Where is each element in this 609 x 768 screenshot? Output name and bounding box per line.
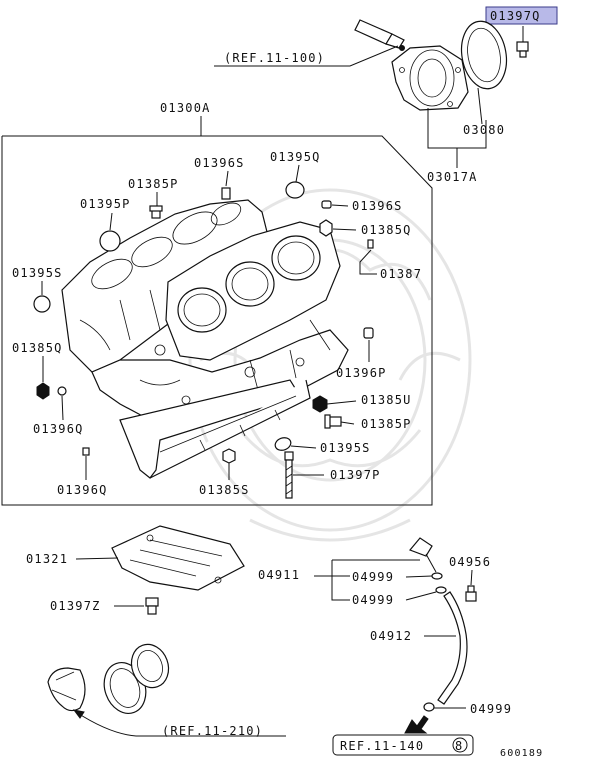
label-01385Q-a[interactable]: 01385Q — [361, 223, 412, 237]
cylinder-block[interactable] — [61, 199, 349, 479]
label-ref-11-100[interactable]: (REF.11-100) — [224, 51, 325, 65]
label-01395S-a[interactable]: 01395S — [12, 266, 63, 280]
plug-01396S-b[interactable] — [321, 200, 332, 209]
label-01387[interactable]: 01387 — [380, 267, 422, 281]
o-ring-04999-a[interactable] — [431, 572, 443, 580]
plug-01396S-a[interactable] — [221, 187, 231, 200]
label-01321[interactable]: 01321 — [26, 552, 68, 566]
oil-level-gauge-04911[interactable] — [408, 537, 437, 573]
bolt-01397Q[interactable] — [516, 26, 529, 58]
label-04999-b[interactable]: 04999 — [352, 593, 394, 607]
dowel-01387[interactable] — [367, 239, 374, 249]
plug-01395P[interactable] — [99, 230, 121, 252]
label-ref-11-210[interactable]: (REF.11-210) — [162, 724, 263, 738]
bearing-halves[interactable] — [47, 639, 174, 719]
label-01385U[interactable]: 01385U — [361, 393, 412, 407]
label-01396Q-b[interactable]: 01396Q — [57, 483, 108, 497]
label-01300A[interactable]: 01300A — [160, 101, 211, 115]
block-frame — [1, 135, 433, 506]
label-01396S-a[interactable]: 01396S — [194, 156, 245, 170]
ref-11-140-box[interactable] — [332, 734, 474, 756]
plug-01385P-a[interactable] — [149, 205, 163, 219]
label-03080[interactable]: 03080 — [463, 123, 505, 137]
seal-case-03017A[interactable] — [391, 45, 469, 111]
label-01396Q-a[interactable]: 01396Q — [33, 422, 84, 436]
label-01396P[interactable]: 01396P — [336, 366, 387, 380]
oil-seal-03080[interactable] — [456, 18, 511, 93]
label-03017A[interactable]: 03017A — [427, 170, 478, 184]
o-ring-04999-c[interactable] — [423, 702, 435, 712]
diagram-code: 600189 — [500, 748, 543, 759]
label-04956[interactable]: 04956 — [449, 555, 491, 569]
plug-01396Q-a[interactable] — [57, 386, 67, 396]
plug-01395S-b[interactable] — [273, 436, 292, 453]
plug-01395Q[interactable] — [285, 181, 305, 199]
label-ref-11-140[interactable]: REF.11-140 — [340, 739, 424, 753]
plug-01396Q-b[interactable] — [82, 447, 90, 456]
label-01385P-a[interactable]: 01385P — [128, 177, 179, 191]
label-01396S-b[interactable]: 01396S — [352, 199, 403, 213]
plug-01385S[interactable] — [222, 448, 236, 464]
bolt-01397P[interactable] — [284, 451, 294, 499]
plug-01385U[interactable] — [312, 395, 328, 413]
plug-01385P-b[interactable] — [324, 414, 342, 429]
baffle-plate-01321[interactable] — [111, 525, 245, 591]
label-01395S-b[interactable]: 01395S — [320, 441, 371, 455]
label-01397Z[interactable]: 01397Z — [50, 599, 101, 613]
highlight-01397Q — [485, 6, 558, 25]
label-01395P[interactable]: 01395P — [80, 197, 131, 211]
label-01385Q-b[interactable]: 01385Q — [12, 341, 63, 355]
plug-01385Q-b[interactable] — [36, 382, 50, 400]
label-04999-a[interactable]: 04999 — [352, 570, 394, 584]
sealant-tube — [354, 19, 405, 51]
gauge-guide-04912[interactable] — [437, 591, 468, 705]
label-04911[interactable]: 04911 — [258, 568, 300, 582]
label-01397P[interactable]: 01397P — [330, 468, 381, 482]
bolt-01397Z[interactable] — [145, 597, 159, 615]
arrow-to-ref-11-140 — [404, 715, 429, 734]
plug-01395S-a[interactable] — [33, 295, 51, 313]
label-ref-11-140-number: 8 — [455, 739, 463, 753]
label-01385S[interactable]: 01385S — [199, 483, 250, 497]
label-01385P-b[interactable]: 01385P — [361, 417, 412, 431]
label-04912[interactable]: 04912 — [370, 629, 412, 643]
plug-01396P[interactable] — [363, 327, 374, 339]
label-01397Q-top[interactable]: 01397Q — [490, 9, 541, 23]
o-ring-04999-b[interactable] — [435, 586, 447, 594]
label-04999-c[interactable]: 04999 — [470, 702, 512, 716]
label-01395Q[interactable]: 01395Q — [270, 150, 321, 164]
plug-01385Q-a[interactable] — [319, 219, 333, 237]
bolt-04956[interactable] — [465, 585, 477, 602]
